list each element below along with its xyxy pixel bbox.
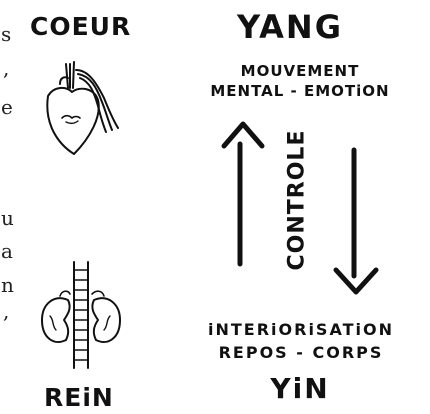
margin-fragment: n <box>1 275 14 295</box>
yin-line-1: iNTERiORiSATiON <box>176 320 426 339</box>
organ-label-coeur: COEUR <box>30 12 131 41</box>
control-label-box: CONTROLE <box>277 118 317 282</box>
kidney-icon <box>34 260 134 370</box>
yang-title: YANG <box>190 8 390 46</box>
margin-fragment: , <box>3 58 9 78</box>
heart-icon <box>36 58 126 168</box>
yin-line-2: REPOS - CORPS <box>176 343 426 362</box>
yang-line-2: MENTAL - EMOTiON <box>180 82 420 100</box>
control-label: CONTROLE <box>285 130 310 271</box>
margin-fragment: s <box>1 24 11 44</box>
margin-fragment: a <box>1 241 13 261</box>
arrow-down-icon <box>330 146 382 298</box>
organ-label-rein: REiN <box>44 383 114 412</box>
yang-line-1: MOUVEMENT <box>180 62 420 80</box>
arrow-up-icon <box>218 116 268 268</box>
yin-title: YiN <box>220 372 380 405</box>
margin-fragment: e <box>1 97 13 117</box>
margin-fragment: , <box>3 301 9 321</box>
margin-fragment: u <box>1 208 14 228</box>
